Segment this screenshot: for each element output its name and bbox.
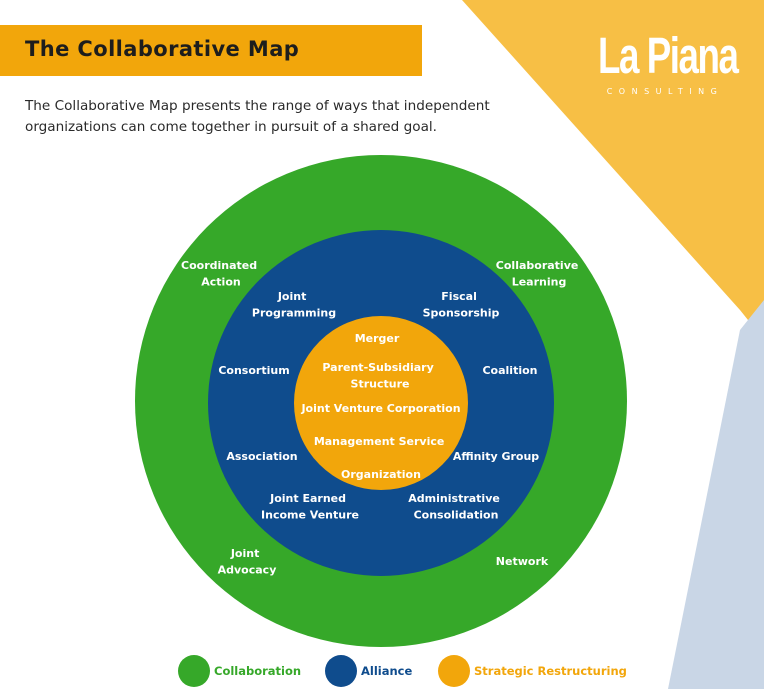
label-network: Network: [496, 555, 549, 568]
label-line: Parent-Subsidiary: [322, 361, 433, 374]
label-line: Sponsorship: [423, 307, 500, 320]
label-line: Association: [226, 450, 297, 463]
label-line: Administrative: [408, 492, 500, 505]
page-title: The Collaborative Map: [25, 37, 300, 61]
brand-tagline: CONSULTING: [606, 87, 724, 96]
label-line: Collaborative: [496, 259, 579, 272]
intro-line: The Collaborative Map presents the range…: [25, 98, 490, 114]
label-management-service-organization: Management Service Organization: [314, 435, 448, 481]
label-parent-subsidiary-structure: Parent-Subsidiary Structure: [322, 361, 437, 391]
legend-item-collaboration: Collaboration: [178, 655, 301, 687]
label-line: Action: [201, 276, 240, 289]
corner-blue-shape: [668, 300, 764, 689]
legend: Collaboration Alliance Strategic Restruc…: [0, 655, 764, 689]
legend-label: Collaboration: [214, 664, 302, 678]
label-line: Affinity Group: [453, 450, 539, 463]
label-collaborative-learning: Collaborative Learning: [496, 259, 582, 289]
legend-label: Alliance: [361, 664, 413, 678]
label-line: Network: [496, 555, 549, 568]
title-bar: [0, 25, 422, 76]
label-line: Coalition: [482, 364, 537, 377]
label-line: Income Venture: [261, 509, 359, 522]
label-line: Joint Venture Corporation: [300, 402, 460, 415]
label-joint-programming: Joint Programming: [252, 290, 336, 320]
label-line: Management Service: [314, 435, 445, 448]
label-merger: Merger: [355, 332, 400, 345]
intro-line: organizations can come together in pursu…: [25, 119, 437, 135]
label-line: Learning: [512, 276, 567, 289]
collaboration-swatch: [178, 655, 210, 687]
label-affinity-group: Affinity Group: [453, 450, 539, 463]
label-line: Joint Earned: [269, 492, 346, 505]
label-administrative-consolidation: Administrative Consolidation: [408, 492, 503, 522]
label-fiscal-sponsorship: Fiscal Sponsorship: [423, 290, 500, 320]
label-line: Joint: [230, 547, 260, 560]
strategic-restructuring-core: [294, 316, 468, 490]
label-line: Fiscal: [441, 290, 477, 303]
label-line: Coordinated: [181, 259, 257, 272]
label-joint-earned-income-venture: Joint Earned Income Venture: [261, 492, 359, 522]
label-line: Consortium: [218, 364, 289, 377]
legend-item-strategic-restructuring: Strategic Restructuring: [438, 655, 627, 687]
label-line: Organization: [341, 468, 421, 481]
intro-paragraph: The Collaborative Map presents the range…: [25, 96, 505, 138]
legend-label: Strategic Restructuring: [474, 664, 627, 678]
label-consortium: Consortium: [218, 364, 289, 377]
corner-yellow-shape: [462, 0, 764, 340]
label-line: Structure: [351, 378, 410, 391]
label-line: Joint: [277, 290, 307, 303]
legend-item-alliance: Alliance: [325, 655, 412, 687]
label-line: Advocacy: [218, 564, 277, 577]
label-joint-venture-corporation: Joint Venture Corporation: [300, 402, 460, 415]
label-line: Programming: [252, 307, 336, 320]
strategic-restructuring-swatch: [438, 655, 470, 687]
label-line: Merger: [355, 332, 400, 345]
label-line: Consolidation: [414, 509, 499, 522]
label-coalition: Coalition: [482, 364, 537, 377]
label-coordinated-action: Coordinated Action: [181, 259, 261, 289]
label-association: Association: [226, 450, 297, 463]
alliance-swatch: [325, 655, 357, 687]
label-joint-advocacy: Joint Advocacy: [218, 547, 277, 577]
